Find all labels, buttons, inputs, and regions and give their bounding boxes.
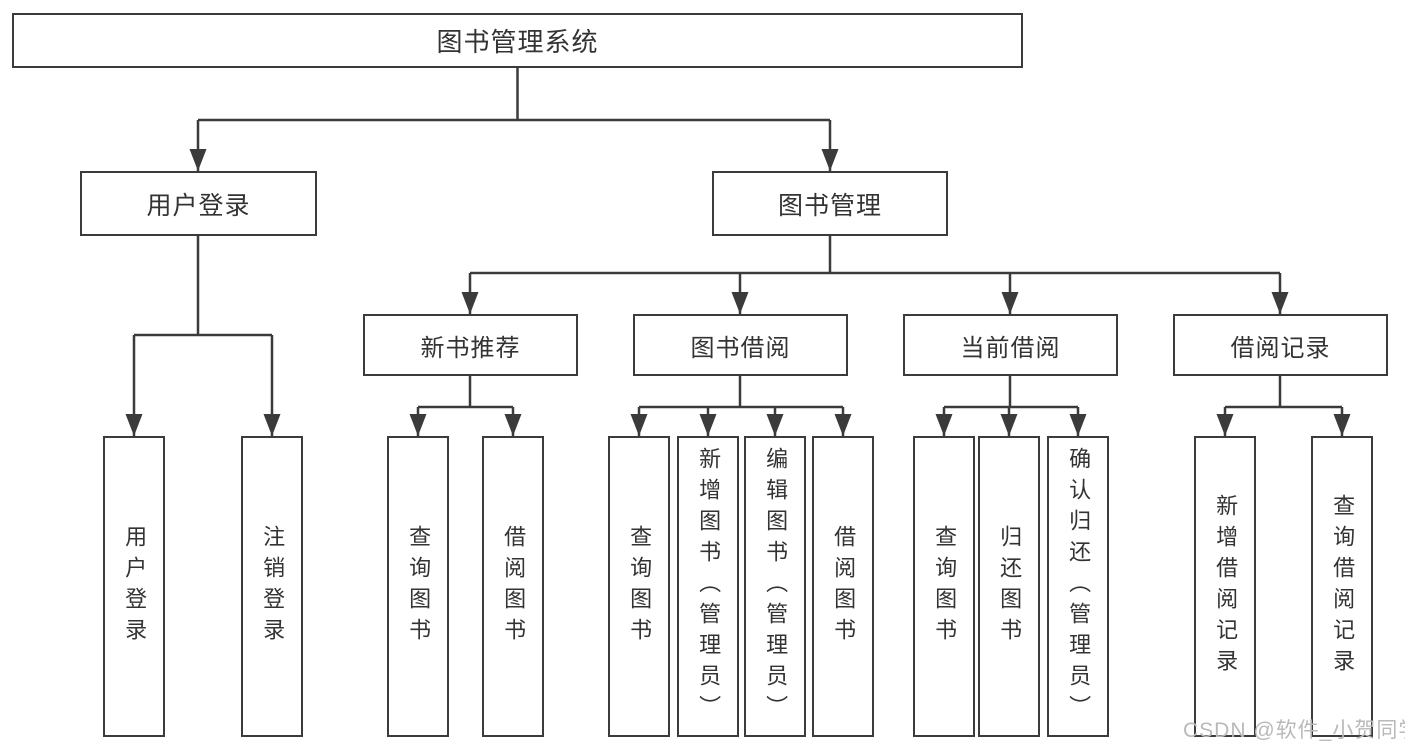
node-label: 查询借阅记录: [1330, 493, 1356, 680]
leaf-borrow-books-recommend: 借阅图书: [482, 436, 544, 737]
node-user-login: 用户登录: [80, 171, 317, 236]
node-label: 借阅图书: [831, 524, 857, 649]
node-label: 新增图书（管理员）: [696, 447, 722, 726]
leaf-logout: 注销登录: [241, 436, 303, 737]
node-label: 查询图书: [406, 524, 432, 649]
leaf-query-borrow-record: 查询借阅记录: [1311, 436, 1373, 737]
node-current-borrowing: 当前借阅: [903, 314, 1118, 376]
node-library-management-system: 图书管理系统: [12, 13, 1023, 68]
leaf-borrow-books-borrowing: 借阅图书: [812, 436, 874, 737]
leaf-query-books-current: 查询图书: [913, 436, 975, 737]
node-new-book-recommendation: 新书推荐: [363, 314, 578, 376]
node-book-borrowing: 图书借阅: [633, 314, 848, 376]
leaf-return-books: 归还图书: [978, 436, 1040, 737]
node-label: 用户登录: [122, 524, 148, 649]
node-book-management: 图书管理: [712, 171, 948, 236]
node-label: 编辑图书（管理员）: [763, 447, 789, 726]
node-label: 新增借阅记录: [1213, 493, 1239, 680]
leaf-query-books-borrowing: 查询图书: [608, 436, 670, 737]
node-label: 归还图书: [997, 524, 1023, 649]
leaf-confirm-return-admin: 确认归还（管理员）: [1047, 436, 1109, 737]
node-label: 查询图书: [627, 524, 653, 649]
node-borrowing-records: 借阅记录: [1173, 314, 1388, 376]
node-label: 注销登录: [260, 524, 286, 649]
leaf-query-books-recommend: 查询图书: [387, 436, 449, 737]
watermark: CSDN @软件_小贺同学: [1183, 719, 1405, 742]
leaf-edit-book-admin: 编辑图书（管理员）: [744, 436, 806, 737]
leaf-add-borrow-record: 新增借阅记录: [1194, 436, 1256, 737]
arrowhead-icons: [125, 149, 1351, 436]
leaf-add-book-admin: 新增图书（管理员）: [677, 436, 739, 737]
node-label: 查询图书: [932, 524, 958, 649]
leaf-user-login: 用户登录: [103, 436, 165, 737]
node-label: 借阅图书: [501, 524, 527, 649]
node-label: 确认归还（管理员）: [1066, 447, 1092, 726]
